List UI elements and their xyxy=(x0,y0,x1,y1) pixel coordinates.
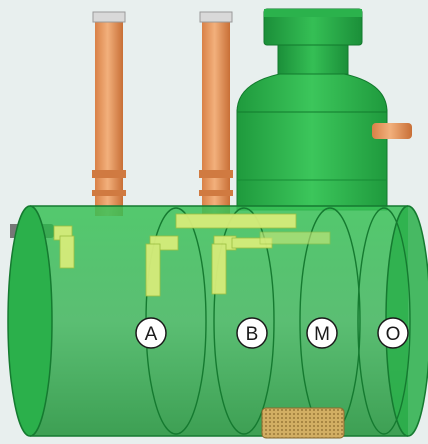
label-b: B xyxy=(237,318,267,348)
svg-text:M: M xyxy=(314,324,330,345)
svg-text:O: O xyxy=(386,324,401,345)
label-m: M xyxy=(307,318,337,348)
label-a: A xyxy=(136,318,166,348)
vent-pipe-left xyxy=(92,12,126,216)
label-o: O xyxy=(378,318,408,348)
filter-unit xyxy=(262,408,344,438)
svg-text:B: B xyxy=(246,324,259,345)
access-chamber xyxy=(237,9,387,210)
outlet-pipe xyxy=(372,123,412,139)
svg-text:A: A xyxy=(145,324,158,345)
vent-pipe-right xyxy=(199,12,233,216)
